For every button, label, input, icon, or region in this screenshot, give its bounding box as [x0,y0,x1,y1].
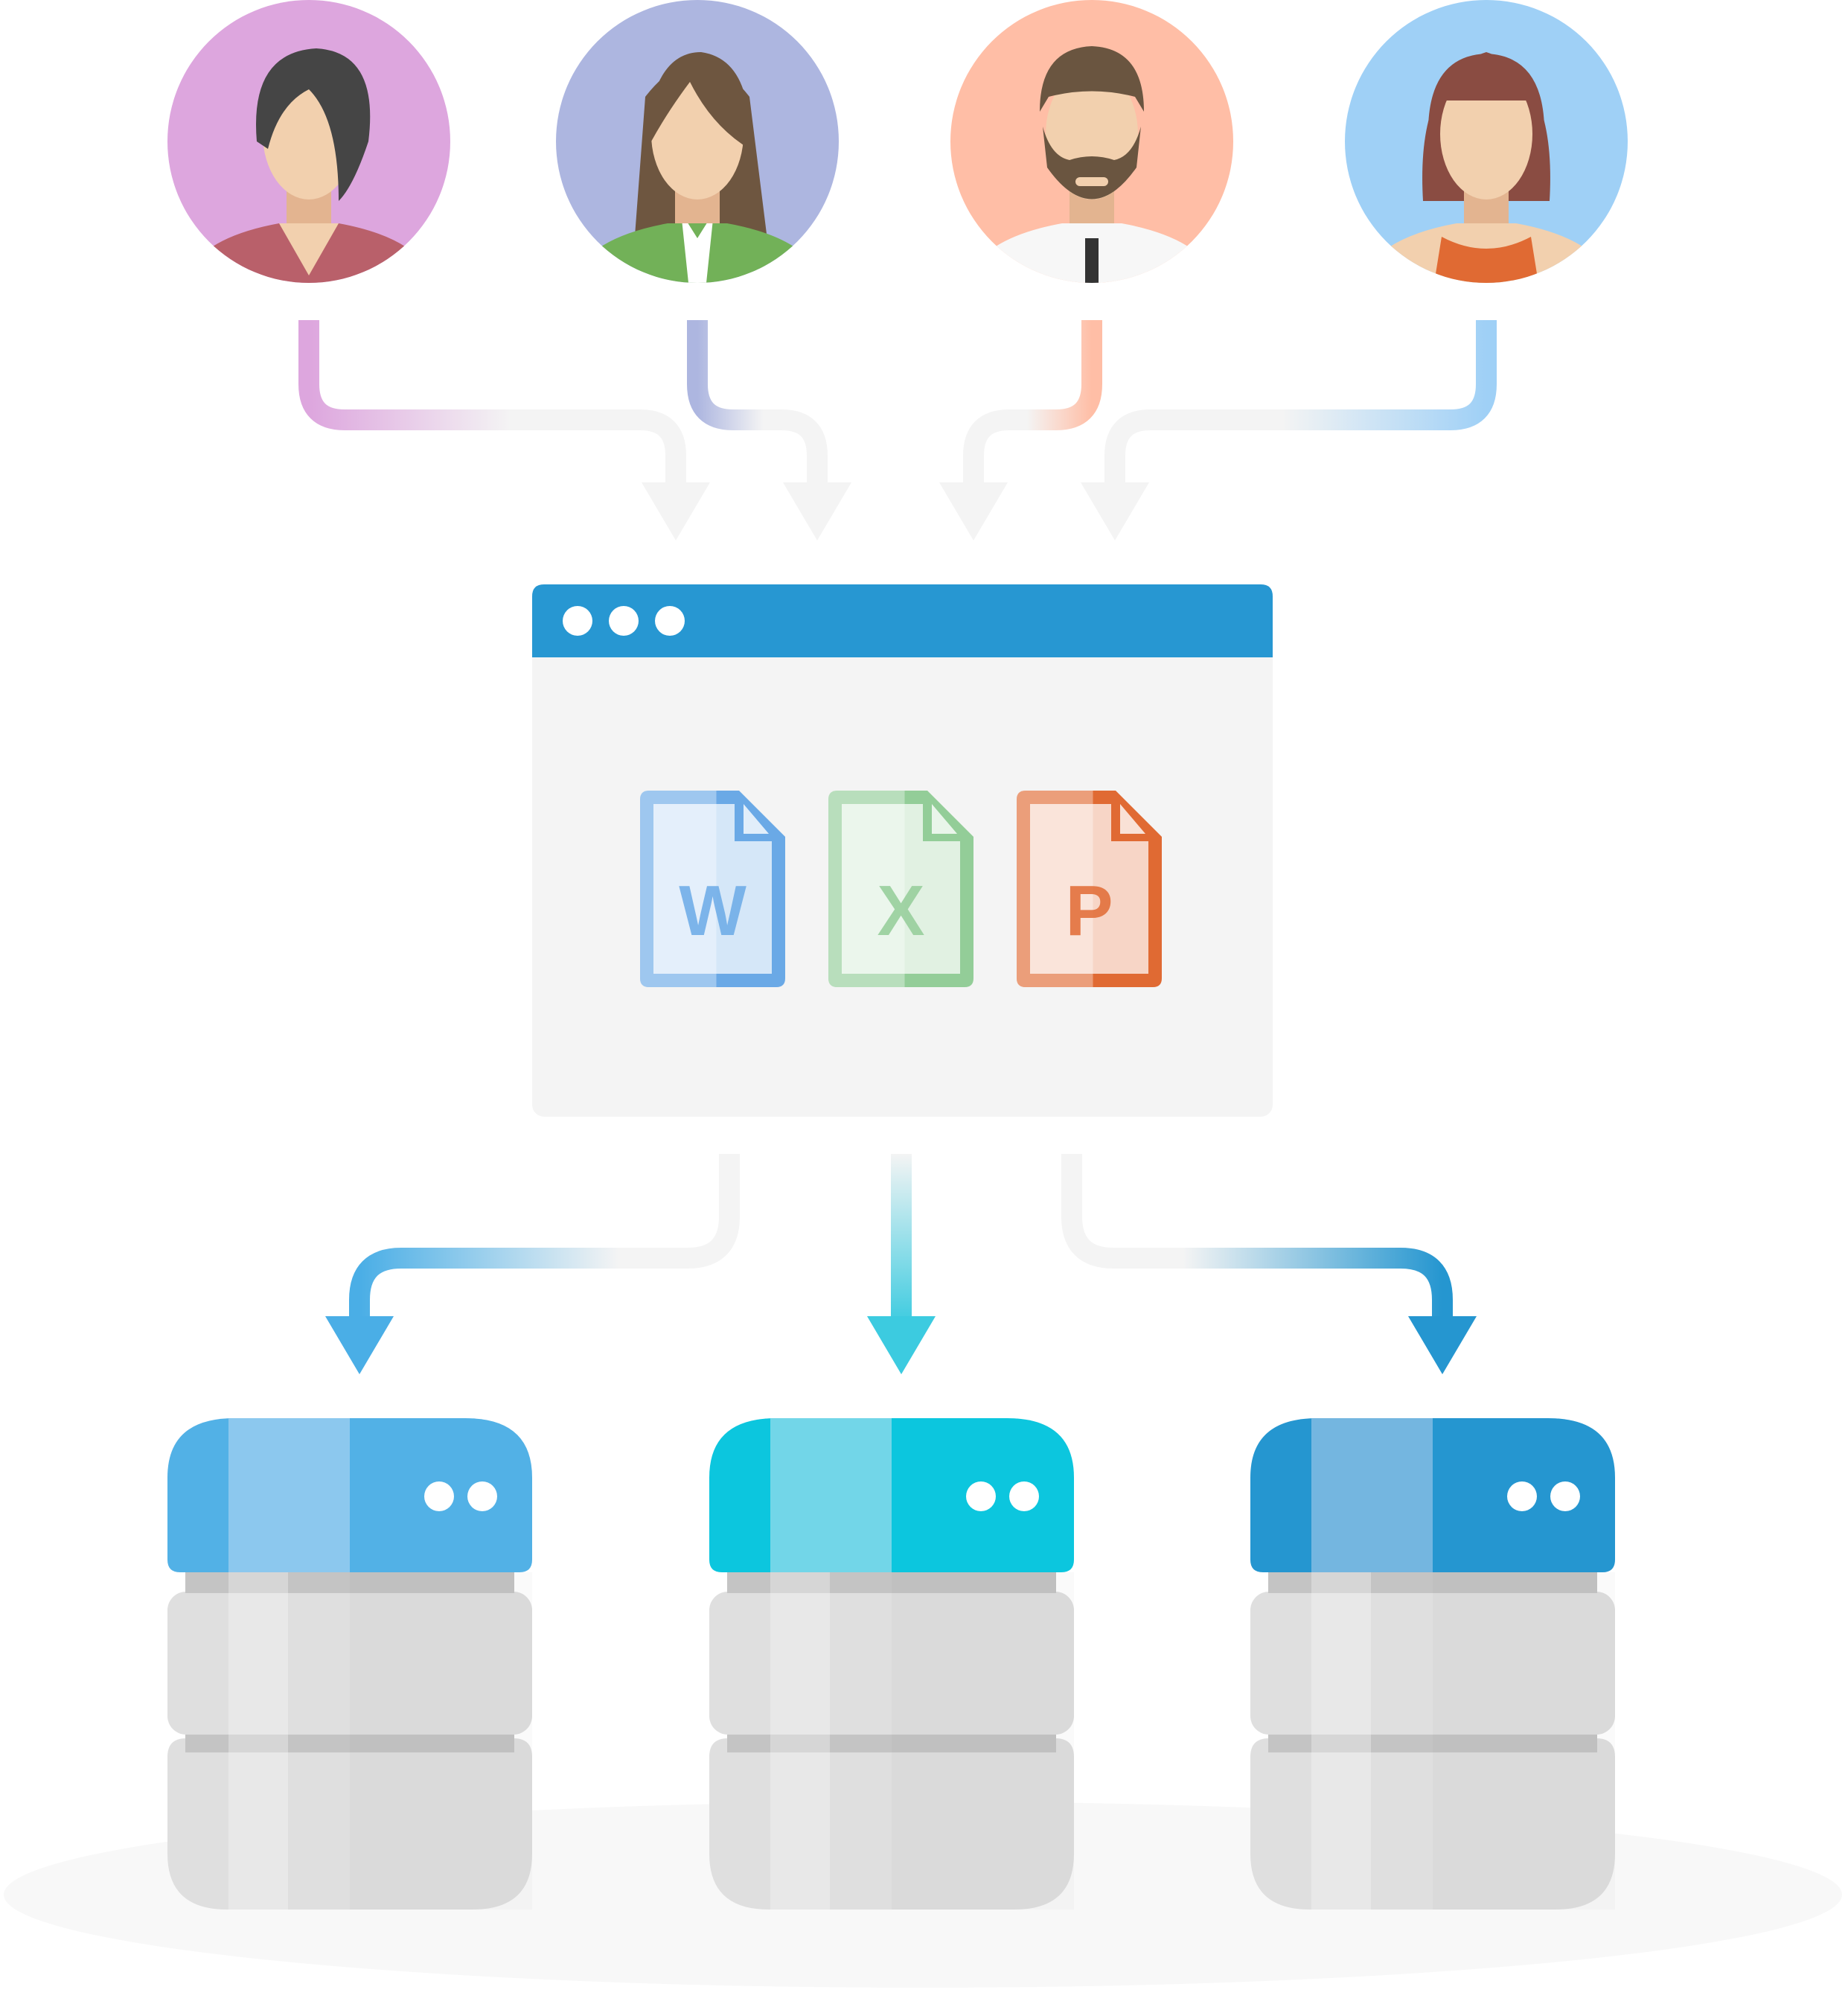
window-titlebar [532,584,1273,657]
user-avatars [167,0,1628,283]
window-dot-2[interactable] [609,606,639,636]
powerpoint-document-icon[interactable]: P [1017,791,1162,987]
arrowhead-user-3 [939,482,1008,540]
avatar-user-3[interactable] [950,0,1233,283]
connector-user-3 [963,320,1102,484]
arrowhead-user-2 [783,482,851,540]
server-3-icon[interactable] [1250,1418,1615,1910]
server-2-light-2 [1009,1481,1039,1511]
powerpoint-document-letter: P [1065,871,1113,951]
connector-user-2 [687,320,828,484]
excel-document-icon[interactable]: X [828,791,973,987]
arrowhead-user-4 [1081,482,1149,540]
server-connectors [325,1154,1477,1374]
server-3-light-2 [1550,1481,1580,1511]
server-1-light-2 [467,1481,497,1511]
server-1-icon[interactable] [167,1418,532,1910]
avatar-user-1[interactable] [167,0,450,283]
servers [167,1418,1615,1910]
arrowhead-user-1 [642,482,710,540]
user-connectors [298,320,1497,540]
server-2-light-1 [966,1481,996,1511]
excel-document-letter: X [877,871,924,951]
server-3-light-1 [1507,1481,1537,1511]
connector-user-1 [298,320,686,484]
avatar-user-2[interactable] [556,0,839,283]
connector-user-4 [1104,320,1497,484]
window-dot-3[interactable] [655,606,685,636]
window-dot-1[interactable] [563,606,592,636]
arrowhead-server-2 [867,1316,936,1374]
connector-server-1 [349,1154,740,1329]
server-2-icon[interactable] [709,1418,1074,1910]
arrowhead-server-3 [1408,1316,1477,1374]
word-document-icon[interactable]: W [640,791,785,987]
avatar-user-4[interactable] [1345,0,1628,283]
arrowhead-server-1 [325,1316,394,1374]
word-document-letter: W [679,871,746,951]
connector-server-3 [1061,1154,1453,1329]
server-1-light-1 [424,1481,454,1511]
